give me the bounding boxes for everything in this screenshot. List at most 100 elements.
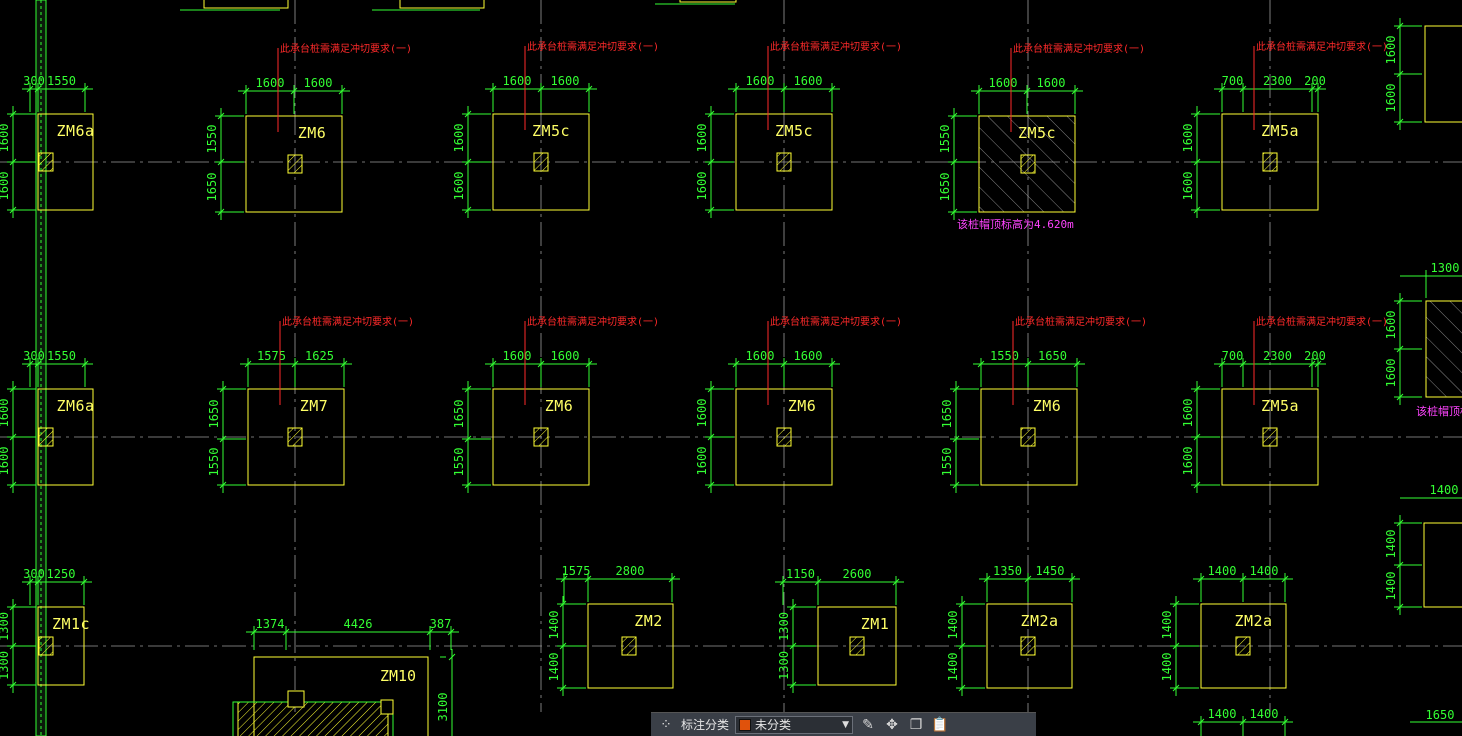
- dim-label-left: 1550: [452, 448, 466, 477]
- copy-icon[interactable]: ❐: [909, 716, 923, 733]
- dim-label-left: 1550: [205, 125, 219, 154]
- partial-footing: [1424, 25, 1462, 123]
- dim-label-left: 1600: [1384, 311, 1398, 340]
- boundary-wall: [35, 0, 47, 736]
- dim-label-top: 1625: [305, 349, 334, 363]
- pile-cap-outline: [232, 701, 394, 736]
- dim-label-left: 3100: [436, 693, 450, 722]
- footing-outline: [245, 115, 343, 213]
- dim-label-left: 1600: [1181, 399, 1195, 428]
- toolbar-label: 标注分类: [681, 718, 730, 732]
- footing-outline: [492, 388, 590, 486]
- dim-label-left: 1650: [205, 173, 219, 202]
- column-block: [776, 152, 792, 172]
- footing-label: ZM6a: [56, 397, 94, 415]
- footing-label: ZM5a: [1261, 122, 1299, 140]
- dim-label-top: 1550: [990, 349, 1019, 363]
- dim-label-top: 1600: [746, 74, 775, 88]
- dim-label-left: 1550: [940, 448, 954, 477]
- dim-label-top: 1400: [1208, 564, 1237, 578]
- dim-label-top: 700: [1222, 74, 1244, 88]
- dim-label-top: 2800: [616, 564, 645, 578]
- column-block: [621, 636, 637, 656]
- grid-icon[interactable]: ⁘: [660, 716, 672, 733]
- dim-label-top: 1600: [989, 76, 1018, 90]
- dim-label-left: 1650: [452, 400, 466, 429]
- move-icon[interactable]: ✥: [886, 716, 898, 733]
- dim-label-top: 1400: [1250, 564, 1279, 578]
- footing-outline: [817, 606, 897, 686]
- dim-label-left: 1400: [1160, 653, 1174, 682]
- top-partial-elements: [180, 0, 737, 11]
- dim-label-top: 1600: [304, 76, 333, 90]
- dim-label-left: 1650: [938, 173, 952, 202]
- dim-label-top: 1600: [503, 74, 532, 88]
- column-block: [1020, 427, 1036, 447]
- elevation-note: 该桩帽顶标高为4.620m: [957, 217, 1074, 231]
- footing-label: ZM5a: [1261, 397, 1299, 415]
- footing-outline: [492, 113, 590, 211]
- footing-outline: [986, 603, 1073, 689]
- footing-outline: [735, 388, 833, 486]
- dim-label-left: 1300: [777, 651, 791, 680]
- dim-label-top: 1600: [256, 76, 285, 90]
- column-block: [287, 427, 303, 447]
- dim-label-top: 1250: [47, 567, 76, 581]
- footing-outline: [247, 388, 345, 486]
- dim-label-top: 2600: [843, 567, 872, 581]
- pile-note: 此承台桩需满足冲切要求(一): [770, 40, 902, 53]
- footing-outline: [37, 113, 94, 211]
- pile-note: 此承台桩需满足冲切要求(一): [1015, 315, 1147, 328]
- dim-label-top: 1600: [503, 349, 532, 363]
- pile-cap-hatch: [237, 701, 389, 736]
- dim-label-left: 1400: [1384, 530, 1398, 559]
- dim-label-left: 1600: [1181, 447, 1195, 476]
- dim-label-left: 1600: [1384, 359, 1398, 388]
- footing-outline: [1221, 388, 1319, 486]
- footing-label: ZM6a: [56, 122, 94, 140]
- column-block: [776, 427, 792, 447]
- dim-label-top: 4426: [344, 617, 373, 631]
- dim-label-top: 300: [23, 74, 45, 88]
- dim-label-top: 1600: [746, 349, 775, 363]
- color-swatch: [739, 718, 752, 731]
- dim-label-top: 1600: [551, 74, 580, 88]
- column-block: [1020, 154, 1036, 174]
- dim-label-left: 1600: [452, 124, 466, 153]
- column-block: [1020, 636, 1036, 656]
- dim-label-top: 1350: [993, 564, 1022, 578]
- dim-label-left: 1400: [1384, 572, 1398, 601]
- paste-icon[interactable]: 📋: [931, 716, 949, 733]
- footing-outline: [735, 113, 833, 211]
- dim-label-top: 1550: [47, 349, 76, 363]
- dim-label-top: 1150: [786, 567, 815, 581]
- column-block: [287, 154, 303, 174]
- dim-label-left: 1550: [207, 448, 221, 477]
- dim-label-left: 1600: [0, 447, 11, 476]
- dim-label-top: 300: [23, 567, 45, 581]
- dim-label-left: 1600: [0, 399, 11, 428]
- footing-label: ZM7: [300, 397, 329, 415]
- edit-icon[interactable]: ✎: [862, 716, 874, 733]
- dim-label-left: 1600: [695, 172, 709, 201]
- category-select[interactable]: 未分类 ▼: [735, 715, 854, 734]
- annotation-toolbar: ⁘ 标注分类 未分类 ▼ ✎ ✥ ❐ 📋: [651, 712, 1036, 736]
- footing-label: ZM1: [861, 615, 890, 633]
- dim-label-top: 1450: [1036, 564, 1065, 578]
- partial-footing: [1423, 522, 1462, 608]
- dim-label-left: 1600: [695, 399, 709, 428]
